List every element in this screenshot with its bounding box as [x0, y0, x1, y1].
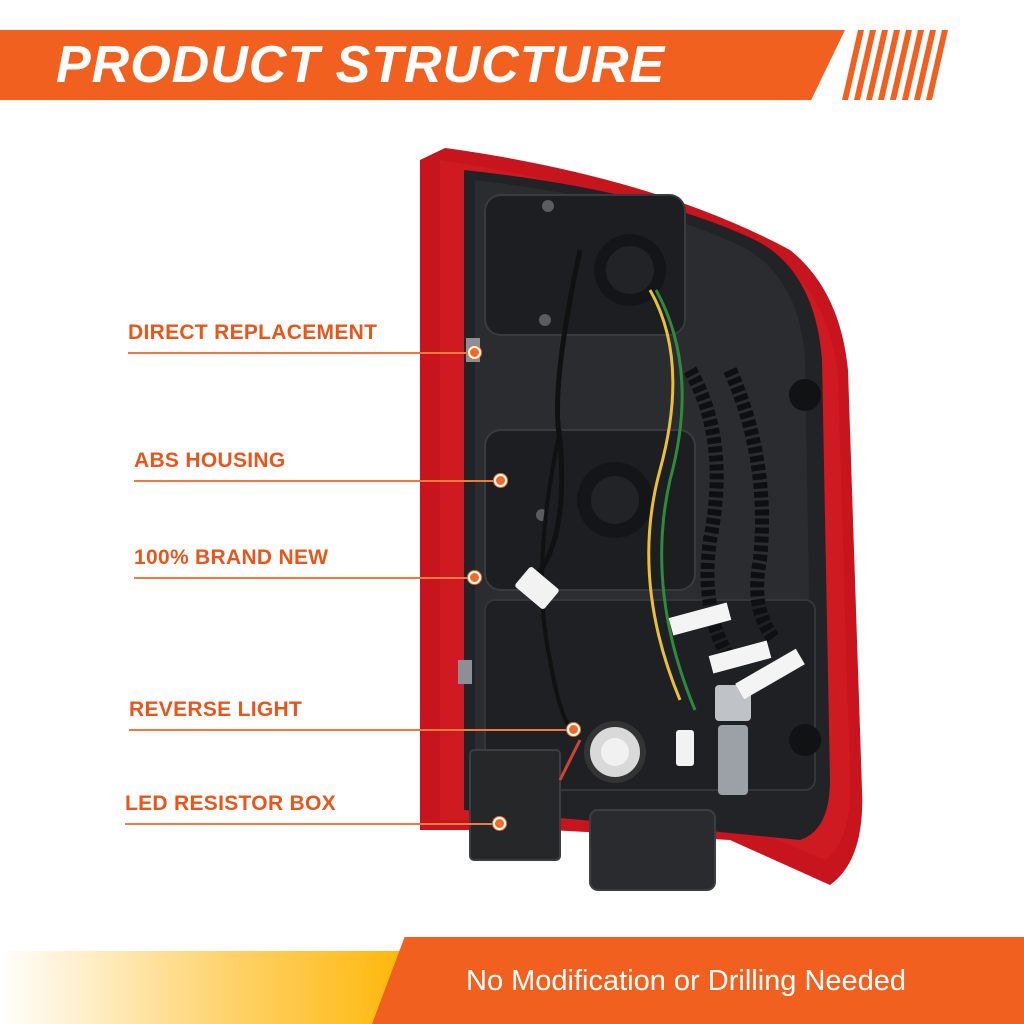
- leader-line-led-resistor-box: [125, 823, 497, 825]
- feature-label-led-resistor-box: LED RESISTOR BOX: [125, 792, 336, 815]
- header-banner-background: [0, 30, 845, 100]
- leader-line-reverse-light: [129, 729, 571, 731]
- leader-line-brand-new: [134, 577, 472, 579]
- footer-orange-panel: [372, 937, 1024, 1024]
- footer-tagline: No Modification or Drilling Needed: [466, 965, 907, 997]
- leader-line-abs-housing: [134, 480, 498, 482]
- led-resistor-box-left: [469, 749, 561, 861]
- feature-label-brand-new: 100% BRAND NEW: [134, 546, 329, 569]
- callout-dot-brand-new: [468, 571, 481, 584]
- callout-dot-direct-replacement: [468, 346, 481, 359]
- callout-dot-abs-housing: [494, 474, 507, 487]
- leader-line-direct-replacement: [128, 352, 472, 354]
- stripes-decoration-icon: [842, 30, 948, 100]
- led-resistor-box-right: [589, 809, 716, 891]
- tail-light-product-image: [420, 148, 863, 891]
- footer-banner: No Modification or Drilling Needed: [0, 937, 1024, 1024]
- header-banner: PRODUCT STRUCTURE: [0, 30, 1024, 100]
- feature-label-abs-housing: ABS HOUSING: [134, 449, 286, 472]
- feature-label-reverse-light: REVERSE LIGHT: [129, 698, 303, 721]
- callout-dot-reverse-light: [567, 723, 580, 736]
- footer-yellow-accent: [0, 951, 420, 1024]
- feature-label-direct-replacement: DIRECT REPLACEMENT: [128, 321, 378, 344]
- callout-dot-led-resistor-box: [493, 817, 506, 830]
- page-title: PRODUCT STRUCTURE: [56, 36, 666, 94]
